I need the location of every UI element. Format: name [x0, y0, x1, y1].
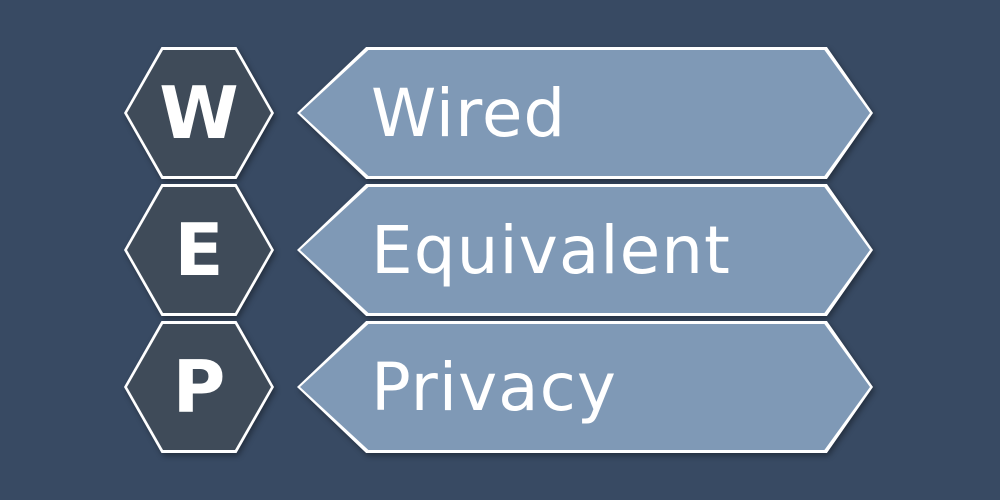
- banner-privacy: Privacy: [297, 321, 873, 453]
- hexagon-p: P: [124, 321, 274, 453]
- hexagon-w: W: [124, 47, 274, 179]
- hexagon-body: W: [127, 50, 271, 176]
- banner-body: [300, 324, 870, 450]
- hexagon-body: P: [127, 324, 271, 450]
- acronym-letter-w: W: [159, 71, 239, 155]
- acronym-word-privacy: Privacy: [371, 348, 617, 426]
- acronym-word-equivalent: Equivalent: [371, 211, 731, 289]
- banner-body: [300, 187, 870, 313]
- acronym-word-wired: Wired: [371, 74, 567, 152]
- hexagon-e: E: [124, 184, 274, 316]
- acronym-letter-e: E: [174, 208, 224, 292]
- hexagon-body: E: [127, 187, 271, 313]
- banner-equivalent: Equivalent: [297, 184, 873, 316]
- banner-wired: Wired: [297, 47, 873, 179]
- banner-body: [300, 50, 870, 176]
- acronym-letter-p: P: [172, 345, 226, 429]
